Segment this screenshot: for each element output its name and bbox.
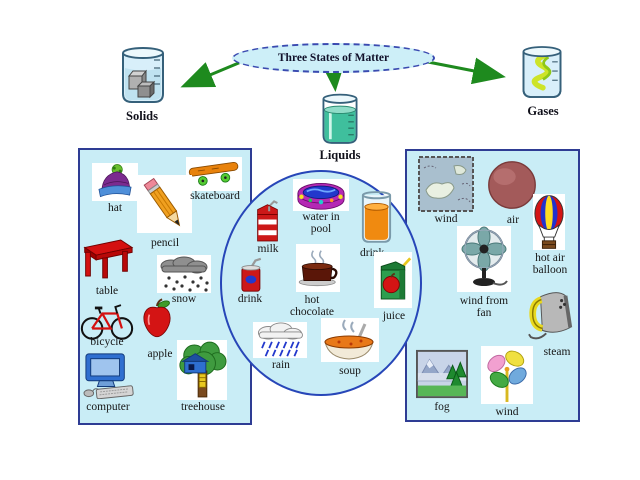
item-label-table: table: [95, 285, 119, 297]
liquids-item-water-in-pool[interactable]: [293, 179, 349, 211]
liquids-item-drink-can[interactable]: [236, 257, 264, 293]
gases-item-wind-from-fan[interactable]: [457, 226, 511, 292]
weather-map-icon: [418, 156, 474, 212]
pinwheel-icon: [487, 350, 527, 402]
item-label-snow: snow: [171, 293, 197, 305]
orange-drink-glass-icon: [361, 191, 392, 243]
liquids-item-rain[interactable]: [253, 322, 307, 358]
winter-hat-icon: [98, 164, 132, 198]
title-ellipse: Three States of Matter: [232, 43, 435, 73]
item-label-hot-air-balloon: hot air balloon: [532, 252, 568, 277]
gases-item-air[interactable]: [486, 159, 538, 211]
milk-carton-icon: [257, 200, 278, 242]
pencil-icon: [143, 177, 181, 227]
item-label-hat: hat: [107, 202, 123, 214]
item-label-water-in-pool: water in pool: [302, 211, 340, 236]
item-label-steam: steam: [543, 346, 571, 358]
item-label-hot-chocolate: hot chocolate: [289, 294, 335, 319]
hot-chocolate-mug-icon: [298, 250, 338, 287]
item-label-wind-from-fan: wind from fan: [459, 295, 509, 320]
item-label-soup: soup: [339, 365, 361, 377]
liquids-beaker-icon: [317, 91, 363, 147]
item-label-air: air: [506, 214, 520, 226]
snow-cloud-icon: [160, 256, 209, 292]
item-label-drink-can: drink: [237, 293, 263, 305]
solids-item-table[interactable]: [79, 233, 134, 283]
hot-air-balloon-icon: [534, 195, 564, 249]
arrow-to-liquids: [319, 57, 347, 92]
connector-arrows: [180, 57, 506, 92]
arrow-to-solids: [180, 60, 242, 88]
solids-label: Solids: [126, 109, 158, 123]
gases-beaker-icon: [517, 42, 567, 102]
gases-item-hot-air-balloon[interactable]: [533, 194, 565, 250]
soda-can-icon: [241, 257, 262, 292]
rain-cloud-icon: [257, 322, 303, 357]
solids-item-skateboard[interactable]: [186, 157, 242, 191]
item-label-rain: rain: [272, 359, 290, 371]
item-label-fog: fog: [434, 401, 450, 413]
liquids-item-juice[interactable]: [374, 252, 412, 308]
table-icon: [83, 239, 134, 279]
electric-fan-icon: [461, 226, 508, 286]
item-label-juice: juice: [382, 310, 406, 322]
item-label-treehouse: treehouse: [180, 401, 226, 413]
treehouse-icon: [179, 341, 227, 398]
item-label-wind-pinwheel: wind: [495, 406, 519, 418]
item-label-apple: apple: [147, 348, 173, 360]
pool-icon: [297, 183, 345, 210]
solids-item-hat[interactable]: [92, 163, 138, 201]
liquids-item-soup[interactable]: [321, 318, 379, 362]
liquids-item-milk[interactable]: [251, 197, 284, 247]
item-label-pencil: pencil: [150, 237, 180, 249]
solids-item-apple[interactable]: [140, 295, 174, 341]
skateboard-icon: [188, 161, 239, 186]
computer-icon: [83, 353, 134, 399]
gases-item-fog[interactable]: [416, 349, 468, 399]
solids-item-snow[interactable]: [157, 255, 211, 293]
solids-item-pencil[interactable]: [137, 175, 192, 233]
juice-box-icon: [380, 257, 412, 300]
solids-item-bicycle[interactable]: [80, 301, 134, 341]
item-label-bicycle: bicycle: [90, 336, 124, 348]
item-label-computer: computer: [86, 401, 130, 413]
liquids-item-drink-glass[interactable]: [359, 191, 394, 246]
solids-item-treehouse[interactable]: [177, 340, 227, 400]
liquids-item-hot-chocolate[interactable]: [296, 244, 340, 292]
solids-item-computer[interactable]: [80, 351, 136, 399]
steam-iron-icon: [528, 292, 573, 340]
gases-item-wind-pinwheel[interactable]: [481, 346, 533, 404]
arrow-to-gases: [427, 57, 506, 85]
solids-beaker-icon: [116, 44, 170, 106]
item-label-milk: milk: [257, 243, 279, 255]
fog-landscape-icon: [416, 349, 468, 399]
gases-item-wind-map[interactable]: [418, 156, 474, 212]
soup-bowl-icon: [324, 319, 374, 360]
bicycle-icon: [80, 304, 134, 340]
item-label-wind-map: wind: [434, 213, 458, 225]
gases-label: Gases: [527, 104, 559, 118]
air-ball-icon: [488, 161, 536, 209]
gases-item-steam[interactable]: [527, 286, 577, 344]
diagram-title: Three States of Matter: [277, 52, 390, 64]
liquids-label: Liquids: [319, 148, 361, 162]
item-label-skateboard: skateboard: [190, 190, 240, 202]
apple-icon: [143, 298, 171, 338]
